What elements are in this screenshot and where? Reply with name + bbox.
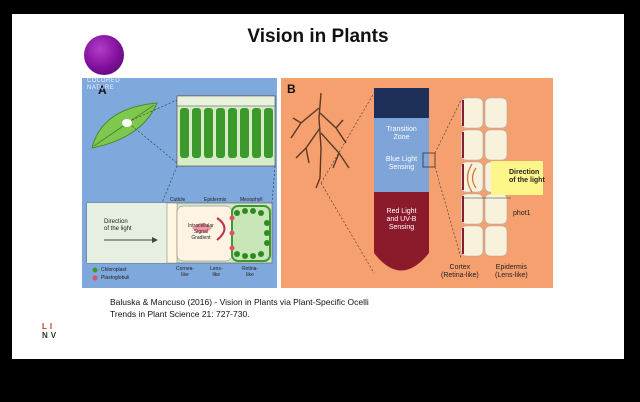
epidermis-cells [460,97,508,257]
label-phot1: phot1 [513,210,531,217]
label-red-light-sensing: Red Light and UV-B Sensing [386,208,417,231]
label-cortex: Cortex (Retina-like) [441,264,479,279]
light-beam [491,161,543,195]
leaf-spot [122,119,132,127]
palisade-cells [180,108,273,158]
root-cap-navy [374,88,429,118]
legend-plastoglobuli: Plastoglobuli [101,275,130,281]
slide: Vision in Plants [12,14,624,359]
label-transition-zone: Transition Zone [386,126,417,141]
panel-a-tag: A [98,83,107,97]
label-epidermis: Epidermis [204,197,227,203]
label-mesophyll: Mesophyll [240,197,263,203]
label-cornea-like: Cornea- like [176,266,195,278]
slide-title: Vision in Plants [247,26,389,47]
label-blue-light-sensing: Blue Light Sensing [385,156,418,171]
panel-b-tag: B [287,82,296,96]
label-retina-like: Retina- like [242,266,259,278]
label-cuticle: Cuticle [170,197,186,203]
legend-chloroplast: Chloroplast [101,267,127,273]
label-direction-light-a: Direction of the light [104,219,132,232]
panel-b-illustration [290,88,543,274]
panel-a-illustration [86,95,276,281]
label-direction-light-b: Direction of the light [509,169,545,184]
red-light-region [374,192,429,271]
label-signal-gradient: Intracellular Signal Gradient [188,223,214,241]
panel-b: B Transition Zone Blue Light Sensing Red… [281,78,553,288]
watermark-text: COLORED NATURE [87,78,121,91]
label-lens-like: Lens- like [210,266,223,278]
root-system-drawing [290,92,350,189]
linv-logo: LI NV [42,322,60,340]
panel-a: A COLORED NATURE Cuticle Epidermis Mesop… [82,78,277,288]
citation-caption: Baluska & Mancuso (2016) - Vision in Pla… [110,297,369,319]
transition-zone-region [374,118,429,192]
purple-orb-logo [84,35,124,75]
label-epidermis-b: Epidermis (Lens-like) [495,264,528,279]
